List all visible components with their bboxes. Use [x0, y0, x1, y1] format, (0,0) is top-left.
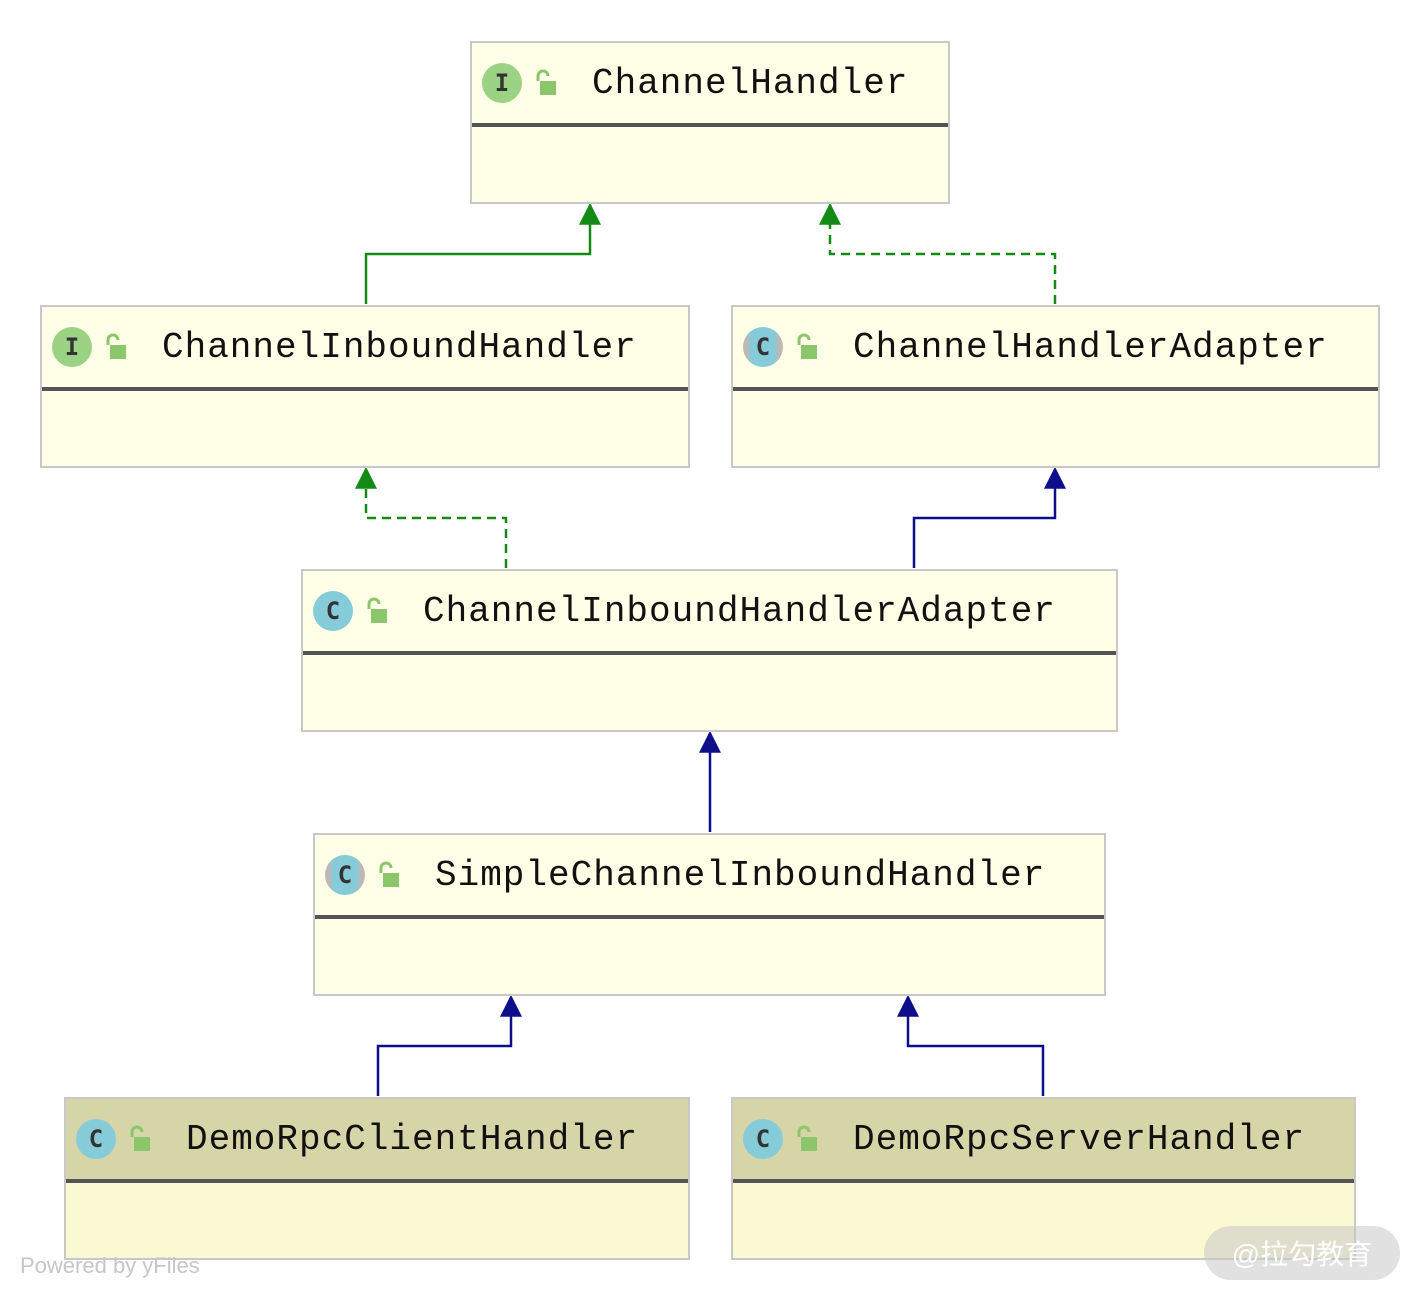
node-header: C SimpleChannelInboundHandler — [315, 835, 1104, 919]
unlocked-icon — [536, 69, 556, 95]
unlocked-icon — [106, 333, 126, 359]
class-icon: C — [743, 1119, 783, 1159]
class-name: ChannelInboundHandlerAdapter — [423, 590, 1056, 632]
node-header: I ChannelHandler — [472, 43, 948, 127]
node-header: C DemoRpcServerHandler — [733, 1099, 1354, 1183]
class-icon: C — [313, 591, 353, 631]
node-header: C ChannelInboundHandlerAdapter — [303, 571, 1116, 655]
node-channel-inbound-handler-adapter[interactable]: C ChannelInboundHandlerAdapter — [301, 569, 1118, 732]
class-name: DemoRpcClientHandler — [186, 1118, 639, 1160]
class-icon: C — [76, 1119, 116, 1159]
edge-inbound-adapter-to-channel-handler-adapter — [912, 466, 1066, 568]
watermark-badge: @拉勾教育 — [1204, 1226, 1400, 1280]
node-channel-inbound-handler[interactable]: I ChannelInboundHandler — [40, 305, 690, 468]
class-name: DemoRpcServerHandler — [853, 1118, 1306, 1160]
interface-icon: I — [482, 63, 522, 103]
unlocked-icon — [367, 597, 387, 623]
edge-channel-handler-adapter-to-channel-handler — [819, 202, 1057, 304]
unlocked-icon — [130, 1125, 150, 1151]
class-name: ChannelHandler — [592, 62, 909, 104]
edge-channel-inbound-handler-to-channel-handler — [364, 202, 601, 304]
unlocked-icon — [797, 333, 817, 359]
unlocked-icon — [797, 1125, 817, 1151]
node-demo-rpc-client-handler[interactable]: C DemoRpcClientHandler — [64, 1097, 690, 1260]
abstract-class-icon: C — [743, 327, 783, 367]
class-name: ChannelHandlerAdapter — [853, 326, 1328, 368]
node-header: C ChannelHandlerAdapter — [733, 307, 1378, 391]
node-simple-channel-inbound-handler[interactable]: C SimpleChannelInboundHandler — [313, 833, 1106, 996]
node-channel-handler[interactable]: I ChannelHandler — [470, 41, 950, 204]
edge-server-handler-to-simple-handler — [897, 994, 1045, 1096]
node-channel-handler-adapter[interactable]: C ChannelHandlerAdapter — [731, 305, 1380, 468]
edge-inbound-adapter-to-channel-inbound-handler — [355, 466, 508, 568]
interface-icon: I — [52, 327, 92, 367]
node-header: C DemoRpcClientHandler — [66, 1099, 688, 1183]
node-header: I ChannelInboundHandler — [42, 307, 688, 391]
class-name: SimpleChannelInboundHandler — [435, 854, 1046, 896]
edge-client-handler-to-simple-handler — [376, 994, 522, 1096]
unlocked-icon — [379, 861, 399, 887]
powered-by-credit: Powered by yFiles — [20, 1253, 200, 1278]
abstract-class-icon: C — [325, 855, 365, 895]
class-name: ChannelInboundHandler — [162, 326, 637, 368]
